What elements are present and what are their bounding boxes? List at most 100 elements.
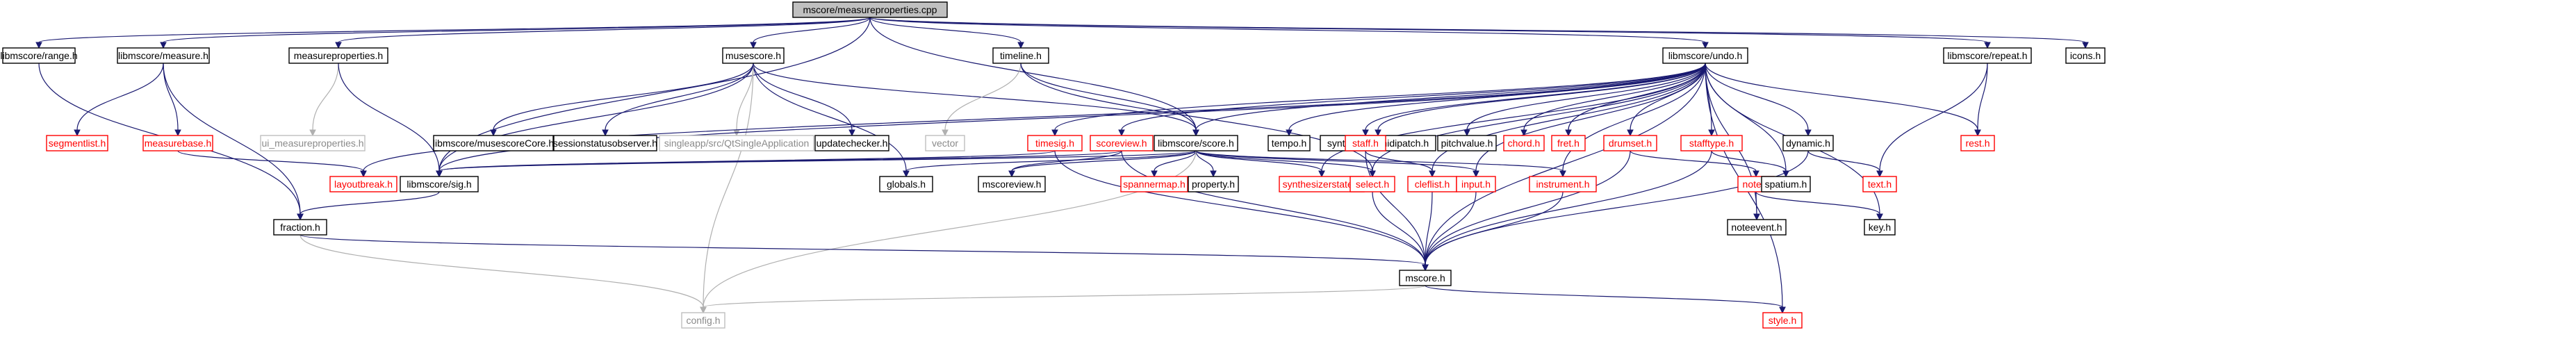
- node-label: chord.h: [1508, 138, 1541, 149]
- node-fraction-h[interactable]: fraction.h: [273, 219, 327, 236]
- edge-mscore-to-config: [700, 285, 1426, 314]
- edge-scoreview-to-mscoreview: [1008, 150, 1122, 178]
- edge-note-to-noteevent: [1753, 191, 1760, 221]
- node-label: scoreview.h: [1096, 138, 1147, 149]
- node-property-h[interactable]: property.h: [1188, 176, 1239, 192]
- node-rest-h[interactable]: rest.h: [1960, 135, 1995, 151]
- node-mscore-h[interactable]: mscore.h: [1399, 270, 1452, 286]
- node-drumset-h[interactable]: drumset.h: [1603, 135, 1657, 151]
- node-box: [273, 219, 327, 236]
- edge-musescore-to-qtsa: [733, 63, 754, 137]
- node-label: key.h: [1869, 222, 1891, 233]
- node-label: property.h: [1192, 179, 1235, 190]
- node-updatechecker-h[interactable]: updatechecker.h: [814, 135, 889, 151]
- node-box: [659, 135, 814, 151]
- node-key-h[interactable]: key.h: [1864, 219, 1896, 236]
- node-libmscore-sig-h[interactable]: libmscore/sig.h: [400, 176, 479, 192]
- node-icons-h[interactable]: icons.h: [2065, 47, 2106, 64]
- node-box: [1399, 270, 1452, 286]
- node-tempo-h[interactable]: tempo.h: [1268, 135, 1311, 151]
- node-libmscore-range-h[interactable]: libmscore/range.h: [0, 47, 78, 64]
- edge-score-to-config: [700, 150, 1197, 314]
- edge-fraction-to-mscore: [300, 234, 1429, 272]
- node-label: vector: [932, 138, 958, 149]
- node-instrument-h[interactable]: instrument.h: [1529, 176, 1597, 192]
- node-box: [814, 135, 889, 151]
- node-spatium-h[interactable]: spatium.h: [1761, 176, 1811, 192]
- node-box: [1782, 135, 1834, 151]
- node-box: [1762, 312, 1803, 329]
- edge-mprop-to-uimp: [309, 63, 339, 137]
- node-segmentlist-h[interactable]: segmentlist.h: [46, 135, 108, 151]
- edge-repeat-to-rest: [1974, 63, 1988, 137]
- edge-score-to-globals: [903, 150, 1197, 178]
- node-box: [1960, 135, 1995, 151]
- edge-measure-to-segmentlist: [74, 63, 164, 137]
- node-globals-h[interactable]: globals.h: [879, 176, 933, 192]
- node-libmscore-undo-h[interactable]: libmscore/undo.h: [1662, 47, 1748, 64]
- node-noteevent-h[interactable]: noteevent.h: [1727, 219, 1787, 236]
- node-label: libmscore/musescoreCore.h: [433, 138, 554, 149]
- node-pitchvalue-h[interactable]: pitchvalue.h: [1437, 135, 1497, 151]
- node-box: [1529, 176, 1597, 192]
- node-sessionstatusobserver-h[interactable]: sessionstatusobserver.h: [553, 135, 657, 151]
- node-spannermap-h[interactable]: spannermap.h: [1120, 176, 1188, 192]
- node-label: updatechecker.h: [817, 138, 888, 149]
- node-box: [117, 47, 210, 64]
- edge-root-to-mprop: [335, 17, 871, 49]
- node-dynamic-h[interactable]: dynamic.h: [1782, 135, 1834, 151]
- node-measureproperties-h[interactable]: measureproperties.h: [288, 47, 388, 64]
- edge-score-to-select: [1195, 150, 1376, 178]
- node-stafftype-h[interactable]: stafftype.h: [1680, 135, 1743, 151]
- edge-undo-to-tempo: [1286, 63, 1706, 137]
- node-fret-h[interactable]: fret.h: [1551, 135, 1586, 151]
- node-label: timeline.h: [1000, 50, 1042, 61]
- node-input-h[interactable]: input.h: [1456, 176, 1496, 192]
- node-label: timesig.h: [1035, 138, 1074, 149]
- node-text-h[interactable]: text.h: [1862, 176, 1897, 192]
- node-timesig-h[interactable]: timesig.h: [1027, 135, 1083, 151]
- node-style-h[interactable]: style.h: [1762, 312, 1803, 329]
- node-box: [1349, 176, 1395, 192]
- node-box: [288, 47, 388, 64]
- node-scoreview-h[interactable]: scoreview.h: [1090, 135, 1154, 151]
- node-box: [1503, 135, 1545, 151]
- node-label: sessionstatusobserver.h: [553, 138, 657, 149]
- edge-root-to-icons: [869, 17, 2089, 49]
- node-box: [1603, 135, 1657, 151]
- node-box: [1680, 135, 1743, 151]
- node-label: cleflist.h: [1415, 179, 1450, 190]
- edge-score-to-input: [1195, 150, 1479, 178]
- node-label: mscoreview.h: [983, 179, 1042, 190]
- node-staff-h[interactable]: staff.h: [1345, 135, 1386, 151]
- node-synthesizerstate-h[interactable]: synthesizerstate.h: [1279, 176, 1365, 192]
- edge-undo-to-spatium: [1705, 63, 1789, 178]
- node-label: spannermap.h: [1123, 179, 1186, 190]
- node-label: segmentlist.h: [49, 138, 106, 149]
- edge-undo-to-drumset: [1627, 63, 1706, 137]
- node-timeline-h[interactable]: timeline.h: [992, 47, 1049, 64]
- edge-score-to-sig: [436, 150, 1197, 178]
- node-label: globals.h: [887, 179, 926, 190]
- node-box: [1551, 135, 1586, 151]
- node-ui-measureproperties-h: ui_measureproperties.h: [260, 135, 366, 151]
- node-label: dynamic.h: [1786, 138, 1830, 149]
- node-mscoreview-h[interactable]: mscoreview.h: [978, 176, 1046, 192]
- node-layoutbreak-h[interactable]: layoutbreak.h: [329, 176, 397, 192]
- node-libmscore-repeat-h[interactable]: libmscore/repeat.h: [1943, 47, 2032, 64]
- node-musescore-h[interactable]: musescore.h: [722, 47, 785, 64]
- node-box: [1188, 176, 1239, 192]
- node-label: icons.h: [2070, 50, 2101, 61]
- node-label: config.h: [686, 315, 720, 326]
- node-measurebase-h[interactable]: measurebase.h: [142, 135, 213, 151]
- node-libmscore-musescorecore-h[interactable]: libmscore/musescoreCore.h: [433, 135, 554, 151]
- edge-sig-to-fraction: [297, 191, 440, 221]
- node-cleflist-h[interactable]: cleflist.h: [1407, 176, 1457, 192]
- node-label: pitchvalue.h: [1441, 138, 1493, 149]
- node-chord-h[interactable]: chord.h: [1503, 135, 1545, 151]
- node-libmscore-measure-h[interactable]: libmscore/measure.h: [117, 47, 210, 64]
- node-box: [1345, 135, 1386, 151]
- edge-root-to-repeat: [869, 17, 1991, 49]
- node-libmscore-score-h[interactable]: libmscore/score.h: [1154, 135, 1238, 151]
- node-select-h[interactable]: select.h: [1349, 176, 1395, 192]
